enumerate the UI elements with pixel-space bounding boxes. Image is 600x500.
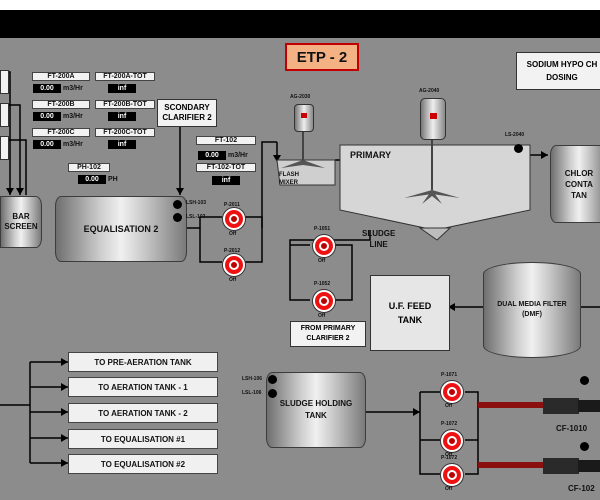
ft-200b-tot-tag: FT-200B-TOT: [95, 100, 155, 109]
lsl-106-label: LSL-106: [242, 390, 262, 396]
pump-1052-tag: P-1052: [314, 281, 331, 287]
to-aeration-1-button[interactable]: TO AERATION TANK - 1: [68, 377, 218, 397]
ft-102-tot-value: inf: [212, 176, 240, 185]
pump-2011-tag: P-2011: [224, 202, 240, 208]
bar-screen-tank[interactable]: BAR SCREEN: [0, 196, 42, 248]
pump-2012-state: Off: [229, 277, 237, 283]
pump-2012-icon[interactable]: [223, 254, 245, 276]
pump-2011-icon[interactable]: [223, 208, 245, 230]
ls-2040-label: LS-2040: [505, 132, 525, 138]
ft-200c-tag: FT-200C: [32, 128, 90, 137]
to-pre-aeration-button[interactable]: TO PRE-AERATION TANK: [68, 352, 218, 372]
pump-1071-tag: P-1071: [441, 372, 458, 378]
lsh-106-label: LSH-106: [242, 376, 263, 382]
cf-1020-sensor: [580, 442, 589, 451]
ft-200c-tot-value: inf: [108, 140, 136, 149]
pump-2012-tag: P-2012: [224, 248, 241, 254]
lsl-103-label: LSL-103: [186, 214, 206, 220]
ft-102-tag: FT-102: [196, 136, 256, 145]
lsl-106-sensor: [268, 389, 277, 398]
inlet-box-1: [0, 70, 9, 94]
window-top-strip: [0, 0, 600, 10]
cf-1010-sensor: [580, 376, 589, 385]
ph-102-readout: 0.00 PH: [78, 175, 118, 184]
lsh-103-sensor: [173, 200, 182, 209]
equalisation-2-tank[interactable]: EQUALISATION 2: [55, 196, 187, 262]
pump-1072-tag: P-1072: [441, 421, 458, 427]
pump-1071-state: Off: [445, 403, 453, 409]
ft-200c-value: 0.00: [33, 140, 61, 149]
dual-media-filter[interactable]: DUAL MEDIA FILTER (DMF): [483, 262, 581, 358]
agitator-2030-motor: [294, 104, 314, 132]
ft-200a-unit: m3/Hr: [63, 85, 83, 92]
ph-102-value: 0.00: [78, 175, 106, 184]
flash-mixer-label: FLASH MIXER: [279, 172, 299, 186]
primary-label: PRIMARY: [350, 150, 392, 160]
ft-102-unit: m3/Hr: [228, 152, 248, 159]
ft-200c-unit: m3/Hr: [63, 141, 83, 148]
pump-1052-icon[interactable]: [313, 290, 335, 312]
screen-title: ETP - 2: [285, 43, 359, 71]
to-equalisation-2-button[interactable]: TO EQUALISATION #2: [68, 454, 218, 474]
pump-1071-icon[interactable]: [441, 381, 463, 403]
from-primary-clarifier-label: FROM PRIMARY CLARIFIER 2: [290, 321, 366, 347]
ft-200a-tot-value: inf: [108, 84, 136, 93]
ag-2040-label: AG-2040: [419, 88, 440, 94]
cf-1010-label: CF-1010: [556, 424, 588, 433]
pump-2011-state: Off: [229, 231, 237, 237]
ls-2040-sensor: [514, 144, 523, 153]
to-equalisation-1-button[interactable]: TO EQUALISATION #1: [68, 429, 218, 449]
agitator-2040-motor: [420, 98, 446, 140]
ft-200b-tot-value: inf: [108, 112, 136, 121]
ft-102-value: 0.00: [198, 151, 226, 160]
ft-200b-readout: 0.00 m3/Hr: [33, 112, 83, 121]
pump-1051-icon[interactable]: [313, 235, 335, 257]
sludge-holding-tank[interactable]: SLUDGE HOLDING TANK: [266, 372, 366, 448]
scondary-clarifier-label: SCONDARY CLARIFIER 2: [157, 99, 217, 127]
ft-200b-unit: m3/Hr: [63, 113, 83, 120]
inlet-box-3: [0, 136, 9, 160]
to-aeration-2-button[interactable]: TO AERATION TANK - 2: [68, 403, 218, 423]
pump-1051-state: Off: [318, 258, 326, 264]
lsh-106-sensor: [268, 375, 277, 384]
pump-1072-state: Off: [445, 452, 453, 458]
cf-1020-label: CF-102: [568, 484, 595, 493]
ph-102-tag: PH-102: [68, 163, 110, 172]
ft-200a-tot-tag: FT-200A-TOT: [95, 72, 155, 81]
pump-1072b-icon[interactable]: [441, 464, 463, 486]
lsh-103-label: LSH-103: [186, 200, 207, 206]
pump-1072b-tag: P-1072: [441, 455, 458, 461]
chlorine-contact-tank[interactable]: CHLOR CONTA TAN: [550, 145, 600, 223]
sodium-hypo-dosing[interactable]: SODIUM HYPO CH DOSING: [516, 52, 600, 90]
ft-200b-tag: FT-200B: [32, 100, 90, 109]
ft-200a-tag: FT-200A: [32, 72, 90, 81]
inlet-box-2: [0, 103, 9, 127]
ft-200c-readout: 0.00 m3/Hr: [33, 140, 83, 149]
ft-200a-readout: 0.00 m3/Hr: [33, 84, 83, 93]
lsl-103-sensor: [173, 213, 182, 222]
ft-102-tot-tag: FT-102-TOT: [196, 163, 256, 172]
ft-200c-tot-tag: FT-200C-TOT: [95, 128, 155, 137]
ph-102-unit: PH: [108, 176, 118, 183]
uf-feed-tank[interactable]: U.F. FEED TANK: [370, 275, 450, 351]
pump-1052-state: Off: [318, 313, 326, 319]
ft-200b-value: 0.00: [33, 112, 61, 121]
pump-1051-tag: P-1051: [314, 226, 331, 232]
pump-1072b-state: Off: [445, 486, 453, 492]
pump-1072-icon[interactable]: [441, 430, 463, 452]
ft-102-readout: 0.00 m3/Hr: [198, 151, 248, 160]
ag-2030-label: AG-2030: [290, 94, 311, 100]
sludge-line-label: SLUDGE LINE: [362, 229, 396, 249]
ft-200a-value: 0.00: [33, 84, 61, 93]
window-title-bar: [0, 10, 600, 38]
